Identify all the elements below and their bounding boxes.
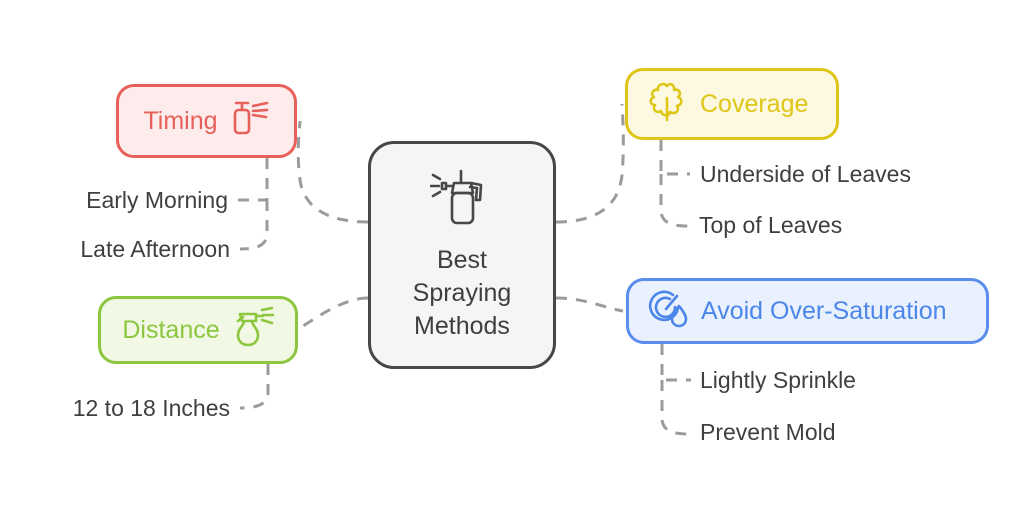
branch-node-coverage[interactable]: Coverage bbox=[625, 68, 839, 140]
leaf-prevent-mold: Prevent Mold bbox=[700, 419, 836, 445]
pump-sprayer-icon bbox=[429, 167, 494, 234]
connector-center-coverage bbox=[555, 103, 625, 224]
connector-distance-inches bbox=[239, 364, 270, 410]
branch-node-timing[interactable]: Timing bbox=[116, 84, 297, 158]
leaf-early-morning: Early Morning bbox=[86, 187, 228, 213]
connector-avoid-lightly bbox=[660, 344, 691, 382]
branch-label-timing: Timing bbox=[143, 106, 218, 135]
branch-node-avoid-over-saturation[interactable]: Avoid Over-Saturation bbox=[626, 278, 989, 344]
leaf-clover-icon bbox=[646, 80, 688, 129]
center-node-label: Best Spraying Methods bbox=[412, 246, 512, 340]
leaf-top-of-leaves: Top of Leaves bbox=[699, 212, 843, 238]
humidity-gauge-icon bbox=[647, 288, 689, 335]
branch-node-distance[interactable]: Distance bbox=[98, 296, 298, 364]
branch-label-coverage: Coverage bbox=[700, 89, 809, 118]
connector-timing-early bbox=[238, 158, 269, 202]
connector-center-timing bbox=[296, 120, 369, 224]
spray-bottle-icon bbox=[230, 98, 270, 145]
leaf-12-to-18-inches: 12 to 18 Inches bbox=[72, 395, 230, 421]
branch-label-avoid-over-saturation: Avoid Over-Saturation bbox=[701, 296, 947, 325]
branch-label-distance: Distance bbox=[122, 315, 220, 344]
connector-coverage-top bbox=[659, 174, 689, 228]
connector-center-avoid bbox=[555, 296, 624, 313]
leaf-lightly-sprinkle: Lightly Sprinkle bbox=[700, 367, 856, 393]
connector-avoid-prevent bbox=[660, 380, 690, 436]
center-node[interactable]: Best Spraying Methods bbox=[368, 141, 556, 369]
connector-coverage-underside bbox=[659, 140, 690, 176]
leaf-late-afternoon: Late Afternoon bbox=[80, 236, 230, 262]
trigger-sprayer-icon bbox=[232, 306, 274, 355]
leaf-underside-of-leaves: Underside of Leaves bbox=[700, 161, 911, 187]
connector-center-distance bbox=[299, 296, 369, 330]
connector-timing-late bbox=[239, 200, 269, 251]
